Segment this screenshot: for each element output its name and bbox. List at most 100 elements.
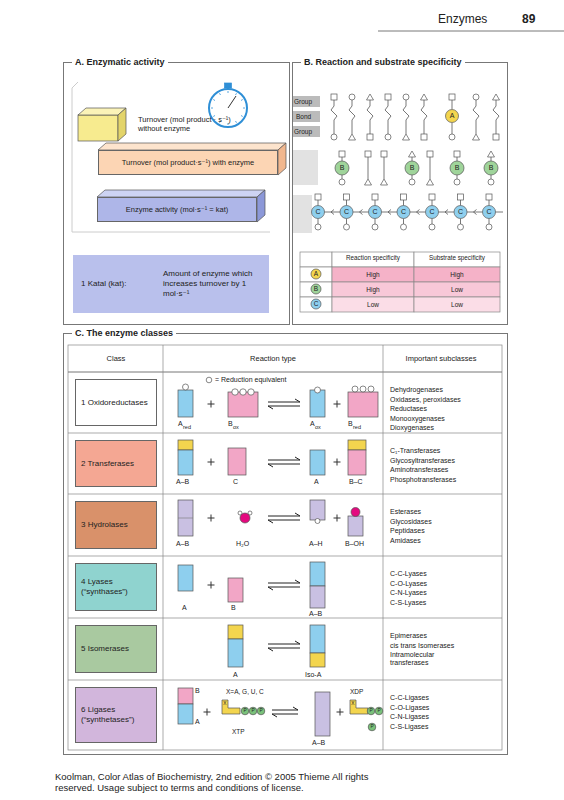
text-label: A [311, 270, 321, 277]
plus-sign [337, 459, 338, 466]
equilibrium-arrow [268, 648, 300, 651]
legend-symbol [205, 376, 213, 384]
bond-symbol [489, 200, 490, 206]
bond-symbol [349, 100, 355, 134]
group-tab [292, 126, 320, 137]
group-symbol [365, 151, 371, 157]
text-label: A [178, 420, 183, 428]
enzyme-b-circle [335, 161, 349, 175]
text-label: B [195, 687, 200, 695]
text-label: P [241, 708, 249, 714]
stopwatch-tick [213, 100, 215, 101]
substrate-a [310, 450, 325, 475]
enzyme-c-circle [369, 206, 382, 219]
panel-heading: B. Reaction and substrate specificity [301, 57, 465, 68]
table-rule [68, 433, 502, 434]
substrate-c [228, 448, 246, 475]
text-label: Peptidases [390, 527, 425, 535]
text-label: C [233, 478, 238, 486]
bond-symbol [457, 175, 458, 179]
equilibrium-arrow [268, 457, 300, 460]
bond-symbol [403, 200, 404, 206]
enzyme-c-circle [426, 206, 439, 219]
text-label: Substrate specificity [415, 254, 499, 261]
water-molecule [240, 513, 250, 523]
definition-text: Amount of enzyme which increases turnove… [163, 269, 261, 299]
text-label: A [447, 112, 457, 120]
text-label: High [343, 286, 403, 293]
text-label: C-O-Ligases [390, 704, 429, 712]
table-cell [300, 267, 332, 282]
plus-sign [211, 459, 212, 466]
text-label: C-C-Ligases [390, 694, 429, 702]
group-symbol [372, 224, 378, 230]
definition-box: 1 Katal (kat):Amount of enzyme which inc… [73, 255, 269, 313]
text-label: XTP [232, 728, 245, 735]
bracket-tab [292, 150, 318, 185]
substrate-a [178, 390, 193, 417]
group-symbol [331, 134, 337, 140]
text-label: 89 [522, 13, 535, 27]
text-label: B [452, 164, 462, 172]
substrate-b [228, 578, 243, 602]
stopwatch-hand [228, 96, 236, 108]
plus-sign [211, 582, 212, 589]
equilibrium-arrow [268, 513, 300, 516]
text-label: Iso-A [305, 671, 321, 679]
text-label: Group [294, 98, 312, 105]
substrate-a [310, 390, 325, 417]
stopwatch-tick [236, 121, 237, 123]
group [228, 625, 243, 639]
equilibrium-arrow [268, 399, 300, 402]
group-symbol [421, 94, 428, 100]
arrow-head [360, 210, 363, 215]
group-symbol [449, 94, 455, 100]
panel-heading: A. Enzymatic activity [72, 57, 168, 68]
bond-symbol [342, 175, 343, 179]
cube-side [257, 190, 265, 222]
bond-symbol [403, 219, 404, 225]
bond-symbol [368, 157, 369, 179]
group-symbol [449, 134, 455, 140]
substrate-b [348, 392, 378, 417]
group-symbol [454, 179, 460, 185]
product-b [310, 586, 325, 608]
bond-symbol [491, 175, 492, 179]
table-rule [68, 372, 502, 373]
group-symbol [381, 151, 387, 157]
group-symbol [367, 94, 374, 100]
table-cell [300, 252, 332, 267]
text-label: Glycosidases [390, 518, 432, 526]
cube-top [98, 143, 286, 150]
text-label: C [313, 208, 323, 216]
equilibrium-arrow [272, 714, 298, 717]
reduction-equivalent [352, 386, 358, 392]
group-symbol [385, 94, 391, 100]
text-label: Dioxygenases [390, 424, 434, 432]
text-label: C [342, 208, 352, 216]
text-label: cis trans Isomerases [390, 642, 454, 650]
equilibrium-arrow [268, 641, 300, 644]
text-label: A [233, 671, 238, 679]
text-label: P [249, 708, 257, 714]
enzyme-c-circle [340, 206, 353, 219]
arrow-head [417, 210, 420, 215]
bond-symbol [432, 200, 433, 206]
text-label: B–C [349, 478, 363, 486]
bond-symbol [460, 200, 461, 206]
bond-symbol [332, 212, 340, 213]
group-symbol [486, 224, 492, 230]
cube-top [97, 190, 265, 197]
text-label: Reductases [390, 405, 427, 413]
group-symbol [403, 134, 410, 140]
enzyme-a-circle [446, 110, 459, 123]
substrate-iso [310, 625, 325, 653]
text-label: Important subclasses [384, 355, 498, 364]
enzyme-c-circle [312, 206, 325, 219]
phosphate [368, 723, 376, 731]
table-rule [68, 556, 502, 557]
bond-symbol [430, 157, 431, 179]
bond-symbol [318, 200, 319, 206]
group-symbol [454, 151, 460, 157]
group-symbol [427, 179, 434, 185]
